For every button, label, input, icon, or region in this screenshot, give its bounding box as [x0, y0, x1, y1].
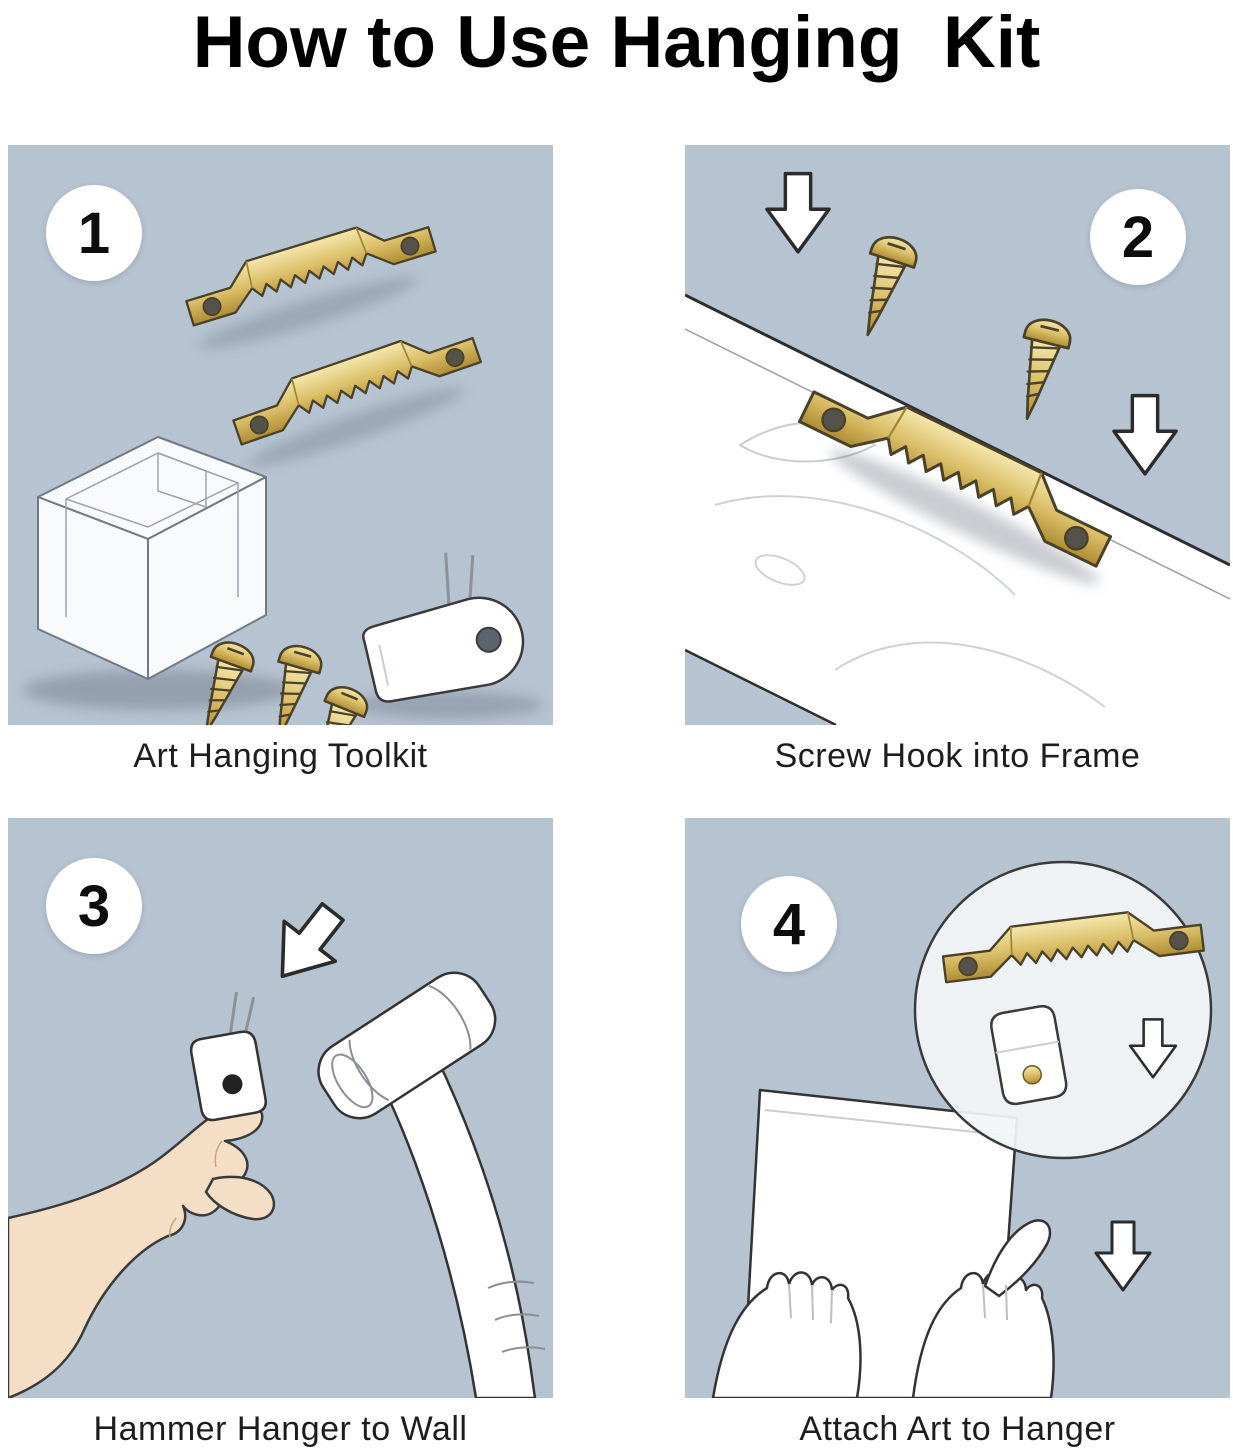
shadow: [23, 670, 293, 710]
step-number: 4: [772, 891, 806, 957]
step-number: 2: [1121, 204, 1155, 270]
right-hand-illustration: [911, 1219, 1055, 1398]
left-hand-illustration: [711, 1271, 862, 1398]
step-caption: Attach Art to Hanger: [799, 1410, 1116, 1448]
hammer-hanger-illustration: [8, 890, 546, 1398]
shadow: [247, 387, 465, 467]
shadow: [829, 449, 1101, 585]
down-arrow-icon: [255, 890, 360, 999]
step-panel-3: 3 Hammer Hanger to Wall: [8, 818, 553, 1448]
page-title: How to Use Hanging Kit: [192, 2, 1041, 83]
step-number-badge: 3: [46, 858, 142, 954]
step-panel-2: 2 Screw Hook into Frame: [685, 145, 1230, 776]
storage-box-icon: [37, 436, 267, 680]
attach-art-illustration: [711, 860, 1213, 1398]
step-caption: Hammer Hanger to Wall: [93, 1410, 468, 1448]
step-2-artwork: 2: [685, 145, 1230, 725]
step-number-badge: 2: [1090, 189, 1186, 285]
plastic-hook-icon: [990, 1005, 1068, 1106]
thumb-illustration: [169, 1140, 276, 1239]
hand-illustration: [8, 1102, 264, 1398]
step-4-artwork: 4: [685, 818, 1230, 1398]
step-number: 1: [77, 200, 111, 266]
step-number-badge: 4: [741, 876, 837, 972]
plastic-hook-icon: [189, 991, 267, 1122]
step-caption: Art Hanging Toolkit: [133, 737, 428, 775]
step-caption: Screw Hook into Frame: [774, 737, 1141, 775]
screw-icon: [296, 680, 374, 725]
down-arrow-icon: [1112, 393, 1178, 476]
screw-icon: [844, 230, 923, 344]
step-number: 3: [77, 873, 111, 939]
hammer-illustration: [317, 971, 546, 1398]
shadow: [197, 277, 419, 349]
down-arrow-icon: [1094, 1220, 1152, 1292]
down-arrow-icon: [765, 171, 831, 254]
screw-icon: [1003, 313, 1076, 426]
step-number-badge: 1: [46, 185, 142, 281]
magnifier-circle: [913, 860, 1213, 1160]
toolkit-illustration: [23, 206, 543, 725]
step-3-artwork: 3: [8, 818, 553, 1398]
step-1-artwork: 1: [8, 145, 553, 725]
plastic-hook-icon: [362, 552, 525, 703]
screw-into-frame-illustration: [685, 171, 1230, 725]
step-panel-1: 1 Art Hanging Toolkit: [8, 145, 553, 776]
step-panel-4: 4 Attach Art to Hanger: [685, 818, 1230, 1448]
